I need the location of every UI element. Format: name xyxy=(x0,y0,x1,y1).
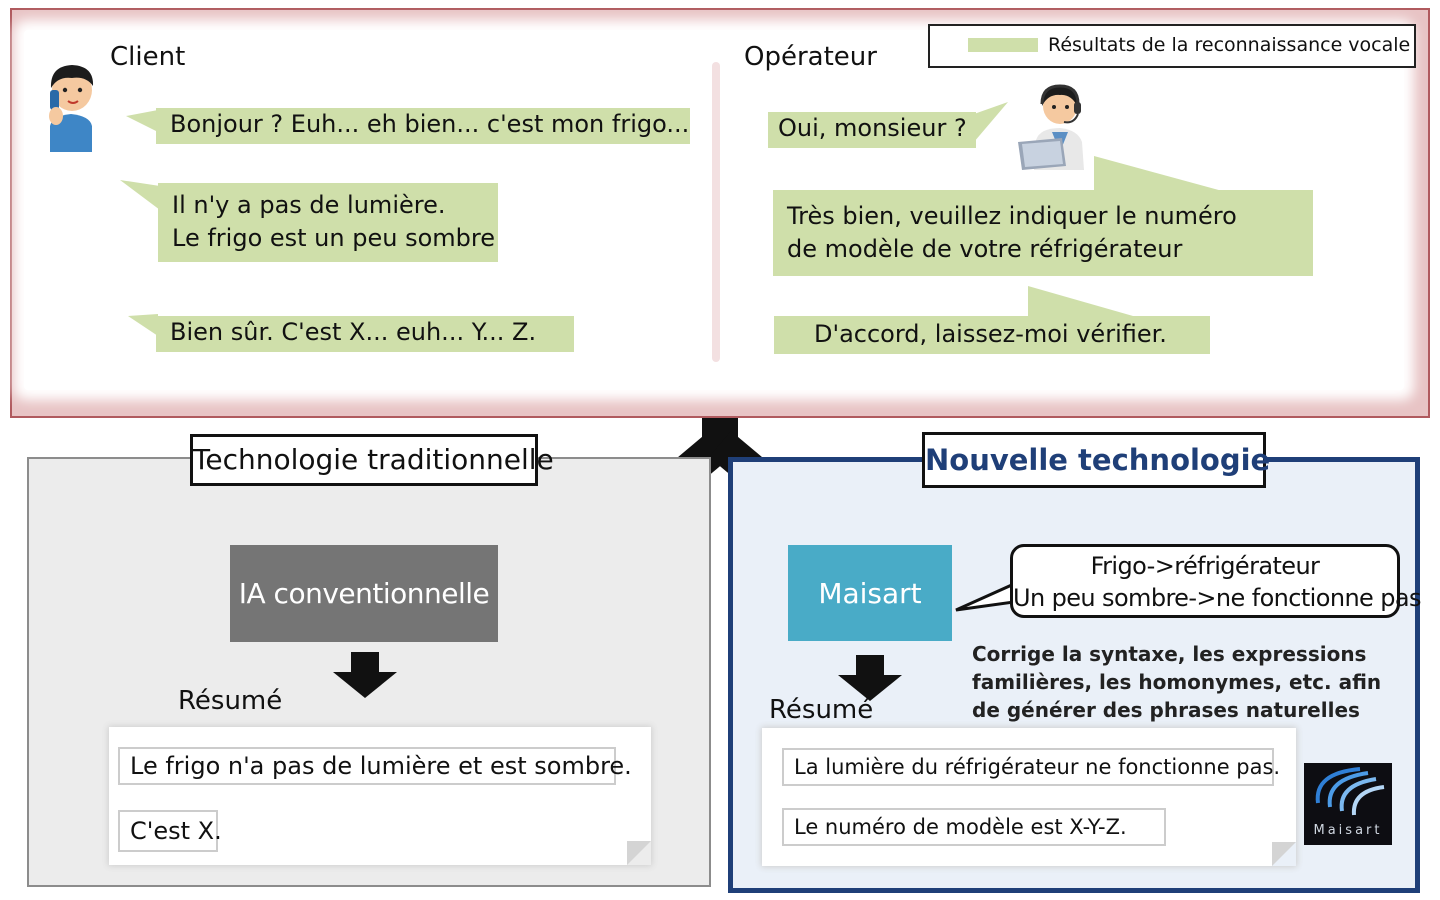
bubble-line: Il n'y a pas de lumière. xyxy=(172,191,446,219)
bubble-line: Oui, monsieur ? xyxy=(778,114,967,142)
traditional-summary-label: Résumé xyxy=(178,686,283,716)
client-avatar-icon xyxy=(49,65,94,152)
legend-label: Résultats de la reconnaissance vocale xyxy=(1048,34,1411,56)
new-summary-item: La lumière du réfrigérateur ne fonctionn… xyxy=(782,748,1280,786)
maisart-logo-icon xyxy=(1315,767,1385,816)
client-bubble: Bien sûr. C'est X... euh... Y... Z. xyxy=(156,316,574,352)
bubble-line: Bien sûr. C'est X... euh... Y... Z. xyxy=(170,318,537,346)
bubble-line: D'accord, laissez-moi vérifier. xyxy=(814,320,1167,348)
maisart-logo-text: Maisart xyxy=(1313,823,1383,838)
conversation-divider xyxy=(712,62,720,362)
operator-bubble: Oui, monsieur ? xyxy=(768,112,976,148)
operator-bubble-tail xyxy=(974,102,1008,142)
bubble-line: Très bien, veuillez indiquer le numéro xyxy=(787,202,1237,230)
operator-bubble: Très bien, veuillez indiquer le numéro d… xyxy=(773,190,1313,276)
maisart-description: Corrige la syntaxe, les expressions fami… xyxy=(972,640,1392,724)
bubble-line: Bonjour ? Euh... eh bien... c'est mon fr… xyxy=(170,110,690,138)
paper-fold xyxy=(1272,842,1296,866)
client-label: Client xyxy=(110,42,186,72)
description-line: Corrige la syntaxe, les expressions xyxy=(972,642,1367,666)
maisart-box: Maisart xyxy=(788,545,952,641)
maisart-logo: Maisart xyxy=(1304,763,1392,845)
callout-line: Frigo->réfrigérateur xyxy=(1090,552,1320,580)
client-bubble: Bonjour ? Euh... eh bien... c'est mon fr… xyxy=(156,108,690,144)
traditional-summary-item: Le frigo n'a pas de lumière et est sombr… xyxy=(118,747,632,785)
callout-tail xyxy=(955,581,1018,612)
description-line: familières, les homonymes, etc. afin xyxy=(972,670,1382,694)
new-summary-item: Le numéro de modèle est X-Y-Z. xyxy=(782,808,1166,846)
operator-bubble-tail xyxy=(1028,286,1140,318)
description-line: de générer des phrases naturelles xyxy=(972,698,1360,722)
operator-bubble-tail xyxy=(1094,156,1226,192)
paper-fold xyxy=(627,841,651,865)
traditional-summary-item: C'est X. xyxy=(118,810,222,852)
correction-callout: Frigo->réfrigérateur Un peu sombre->ne f… xyxy=(1010,544,1421,618)
legend-swatch xyxy=(968,38,1038,52)
callout-line: Un peu sombre->ne fonctionne pas xyxy=(1013,584,1421,612)
new-technology-title: Nouvelle technologie xyxy=(922,432,1270,488)
client-bubble-tail xyxy=(120,180,160,210)
down-arrow-icon xyxy=(838,655,902,701)
operator-avatar-icon xyxy=(1018,84,1084,170)
client-bubble-tail xyxy=(128,314,158,336)
new-summary-label: Résumé xyxy=(769,695,874,725)
down-arrow-icon xyxy=(333,652,397,698)
operator-label: Opérateur xyxy=(744,42,877,72)
client-bubble-tail xyxy=(126,110,158,132)
client-bubble: Il n'y a pas de lumière. Le frigo est un… xyxy=(158,183,498,262)
traditional-title: Technologie traditionnelle xyxy=(190,434,554,486)
bubble-line: de modèle de votre réfrigérateur xyxy=(787,235,1183,263)
operator-bubble: D'accord, laissez-moi vérifier. xyxy=(774,316,1210,354)
legend: Résultats de la reconnaissance vocale xyxy=(928,24,1416,68)
bubble-line: Le frigo est un peu sombre xyxy=(172,224,495,252)
conventional-ai-box: IA conventionnelle xyxy=(230,545,498,642)
